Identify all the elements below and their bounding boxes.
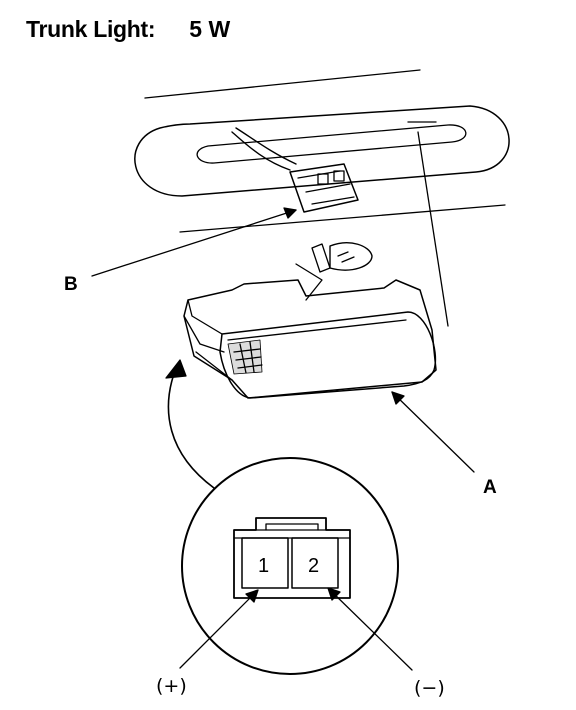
negative-terminal-label: (−) bbox=[414, 677, 445, 699]
leader-lines bbox=[91, 207, 475, 473]
pin-1-label: 1 bbox=[258, 555, 269, 577]
pin-2-label: 2 bbox=[308, 555, 319, 577]
wiring-harness bbox=[231, 121, 449, 327]
title-label: Trunk Light: bbox=[26, 15, 156, 42]
page-title: Trunk Light: 5 W bbox=[26, 12, 230, 46]
light-housing bbox=[183, 279, 437, 399]
wattage-value: 5 W bbox=[189, 15, 231, 42]
callout-b: B bbox=[64, 274, 78, 295]
lens-texture bbox=[227, 339, 263, 375]
connector-detail bbox=[181, 457, 399, 675]
detail-arrow bbox=[165, 359, 215, 489]
pin-pointers bbox=[179, 587, 413, 671]
callout-a: A bbox=[483, 477, 497, 498]
trunk-lid-panel bbox=[144, 69, 506, 233]
wedge-bulb bbox=[295, 242, 373, 301]
harness-connector bbox=[289, 163, 359, 213]
positive-terminal-label: (+) bbox=[156, 675, 187, 697]
mounting-recess bbox=[134, 105, 510, 197]
